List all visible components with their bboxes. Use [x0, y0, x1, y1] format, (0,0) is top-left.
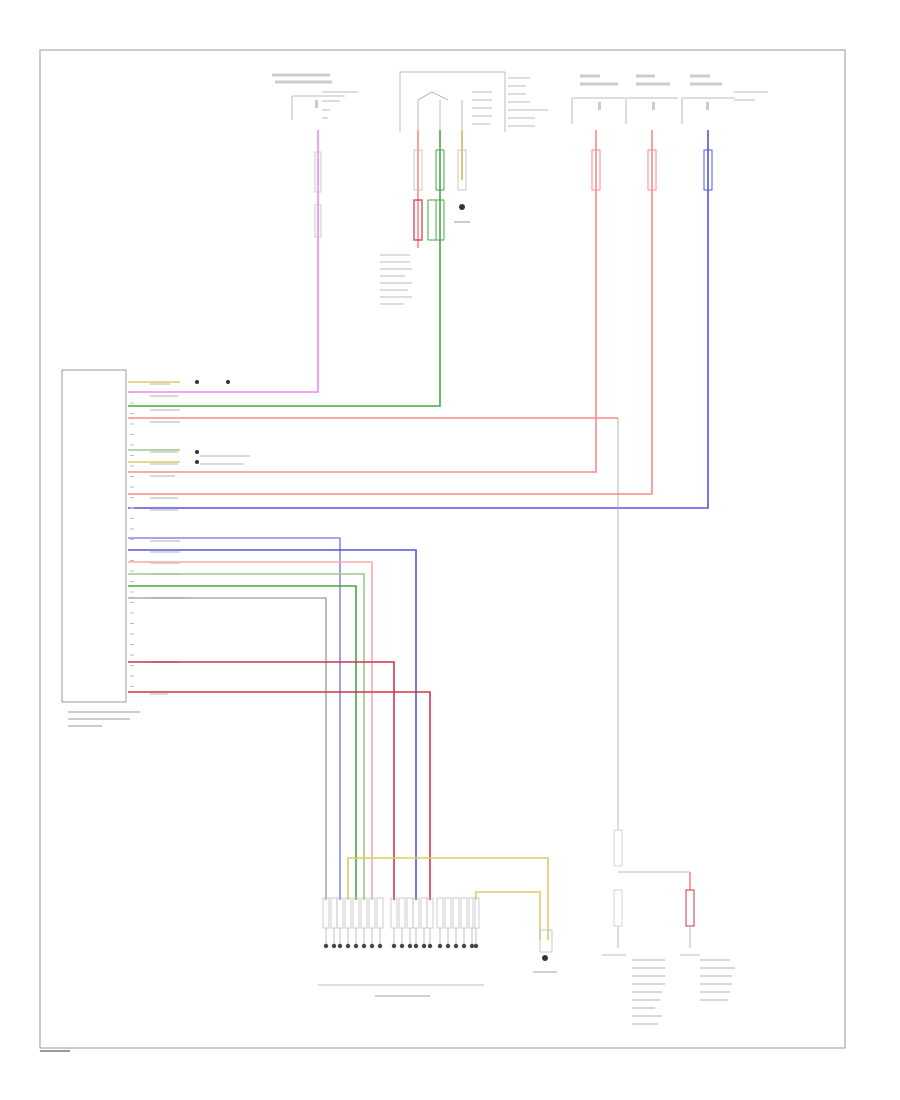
diagram-frame: [39, 49, 846, 1049]
fuse-group-right: [571, 74, 768, 124]
wire-green: [128, 130, 441, 407]
switch-block: [399, 71, 548, 132]
wire-blue-2: [128, 549, 417, 900]
socket-pin: [368, 897, 376, 949]
trailer-socket: [322, 897, 480, 949]
connector-marks-top: [314, 149, 713, 241]
wire-pink-lower: [128, 561, 373, 900]
wire-pink: [128, 130, 319, 393]
note-left-of-green: [380, 254, 412, 305]
wire-red-f1: [128, 130, 597, 473]
control-module: [61, 369, 140, 727]
socket-pin: [398, 897, 406, 949]
wire-yellow-socket: [347, 857, 549, 940]
wire-blue-1: [128, 537, 341, 900]
socket-pin: [426, 897, 434, 949]
lamp-right-1: [602, 829, 665, 1025]
socket-pin: [330, 897, 338, 949]
socket-pin: [390, 897, 398, 949]
wire-darkred-2: [128, 691, 431, 900]
socket-pin: [468, 897, 476, 949]
wire-gray-lower: [128, 597, 327, 900]
socket-pin: [322, 897, 330, 949]
socket-pin: [376, 897, 384, 949]
socket-pin: [352, 897, 360, 949]
wire-blue-f3: [128, 130, 709, 509]
fuse-left-block: .: [272, 72, 358, 120]
ground-g2: [533, 929, 557, 973]
wire-green-lower-1: [128, 573, 365, 900]
wire-green-lower-2: [128, 585, 357, 900]
socket-pin: [344, 897, 352, 949]
socket-pin: [436, 897, 444, 949]
wire-yellow-short: [128, 380, 230, 464]
socket-pin: [406, 897, 414, 949]
socket-pin: [472, 897, 480, 949]
socket-pin: [460, 897, 468, 949]
socket-pin: [360, 897, 368, 949]
module-pin-labels: [150, 383, 250, 695]
socket-pin: [420, 897, 428, 949]
socket-pin: [444, 897, 452, 949]
socket-pin: [412, 897, 420, 949]
socket-pin: [452, 897, 460, 949]
wire-darkred-1: [128, 661, 395, 900]
trailer-socket-label: [318, 984, 484, 997]
wire-red-f2: [128, 130, 653, 495]
module-pin-ticks: [130, 381, 134, 687]
socket-pin: [336, 897, 344, 949]
ground-g1: [454, 204, 470, 223]
lamp-right-2: [618, 871, 735, 1001]
